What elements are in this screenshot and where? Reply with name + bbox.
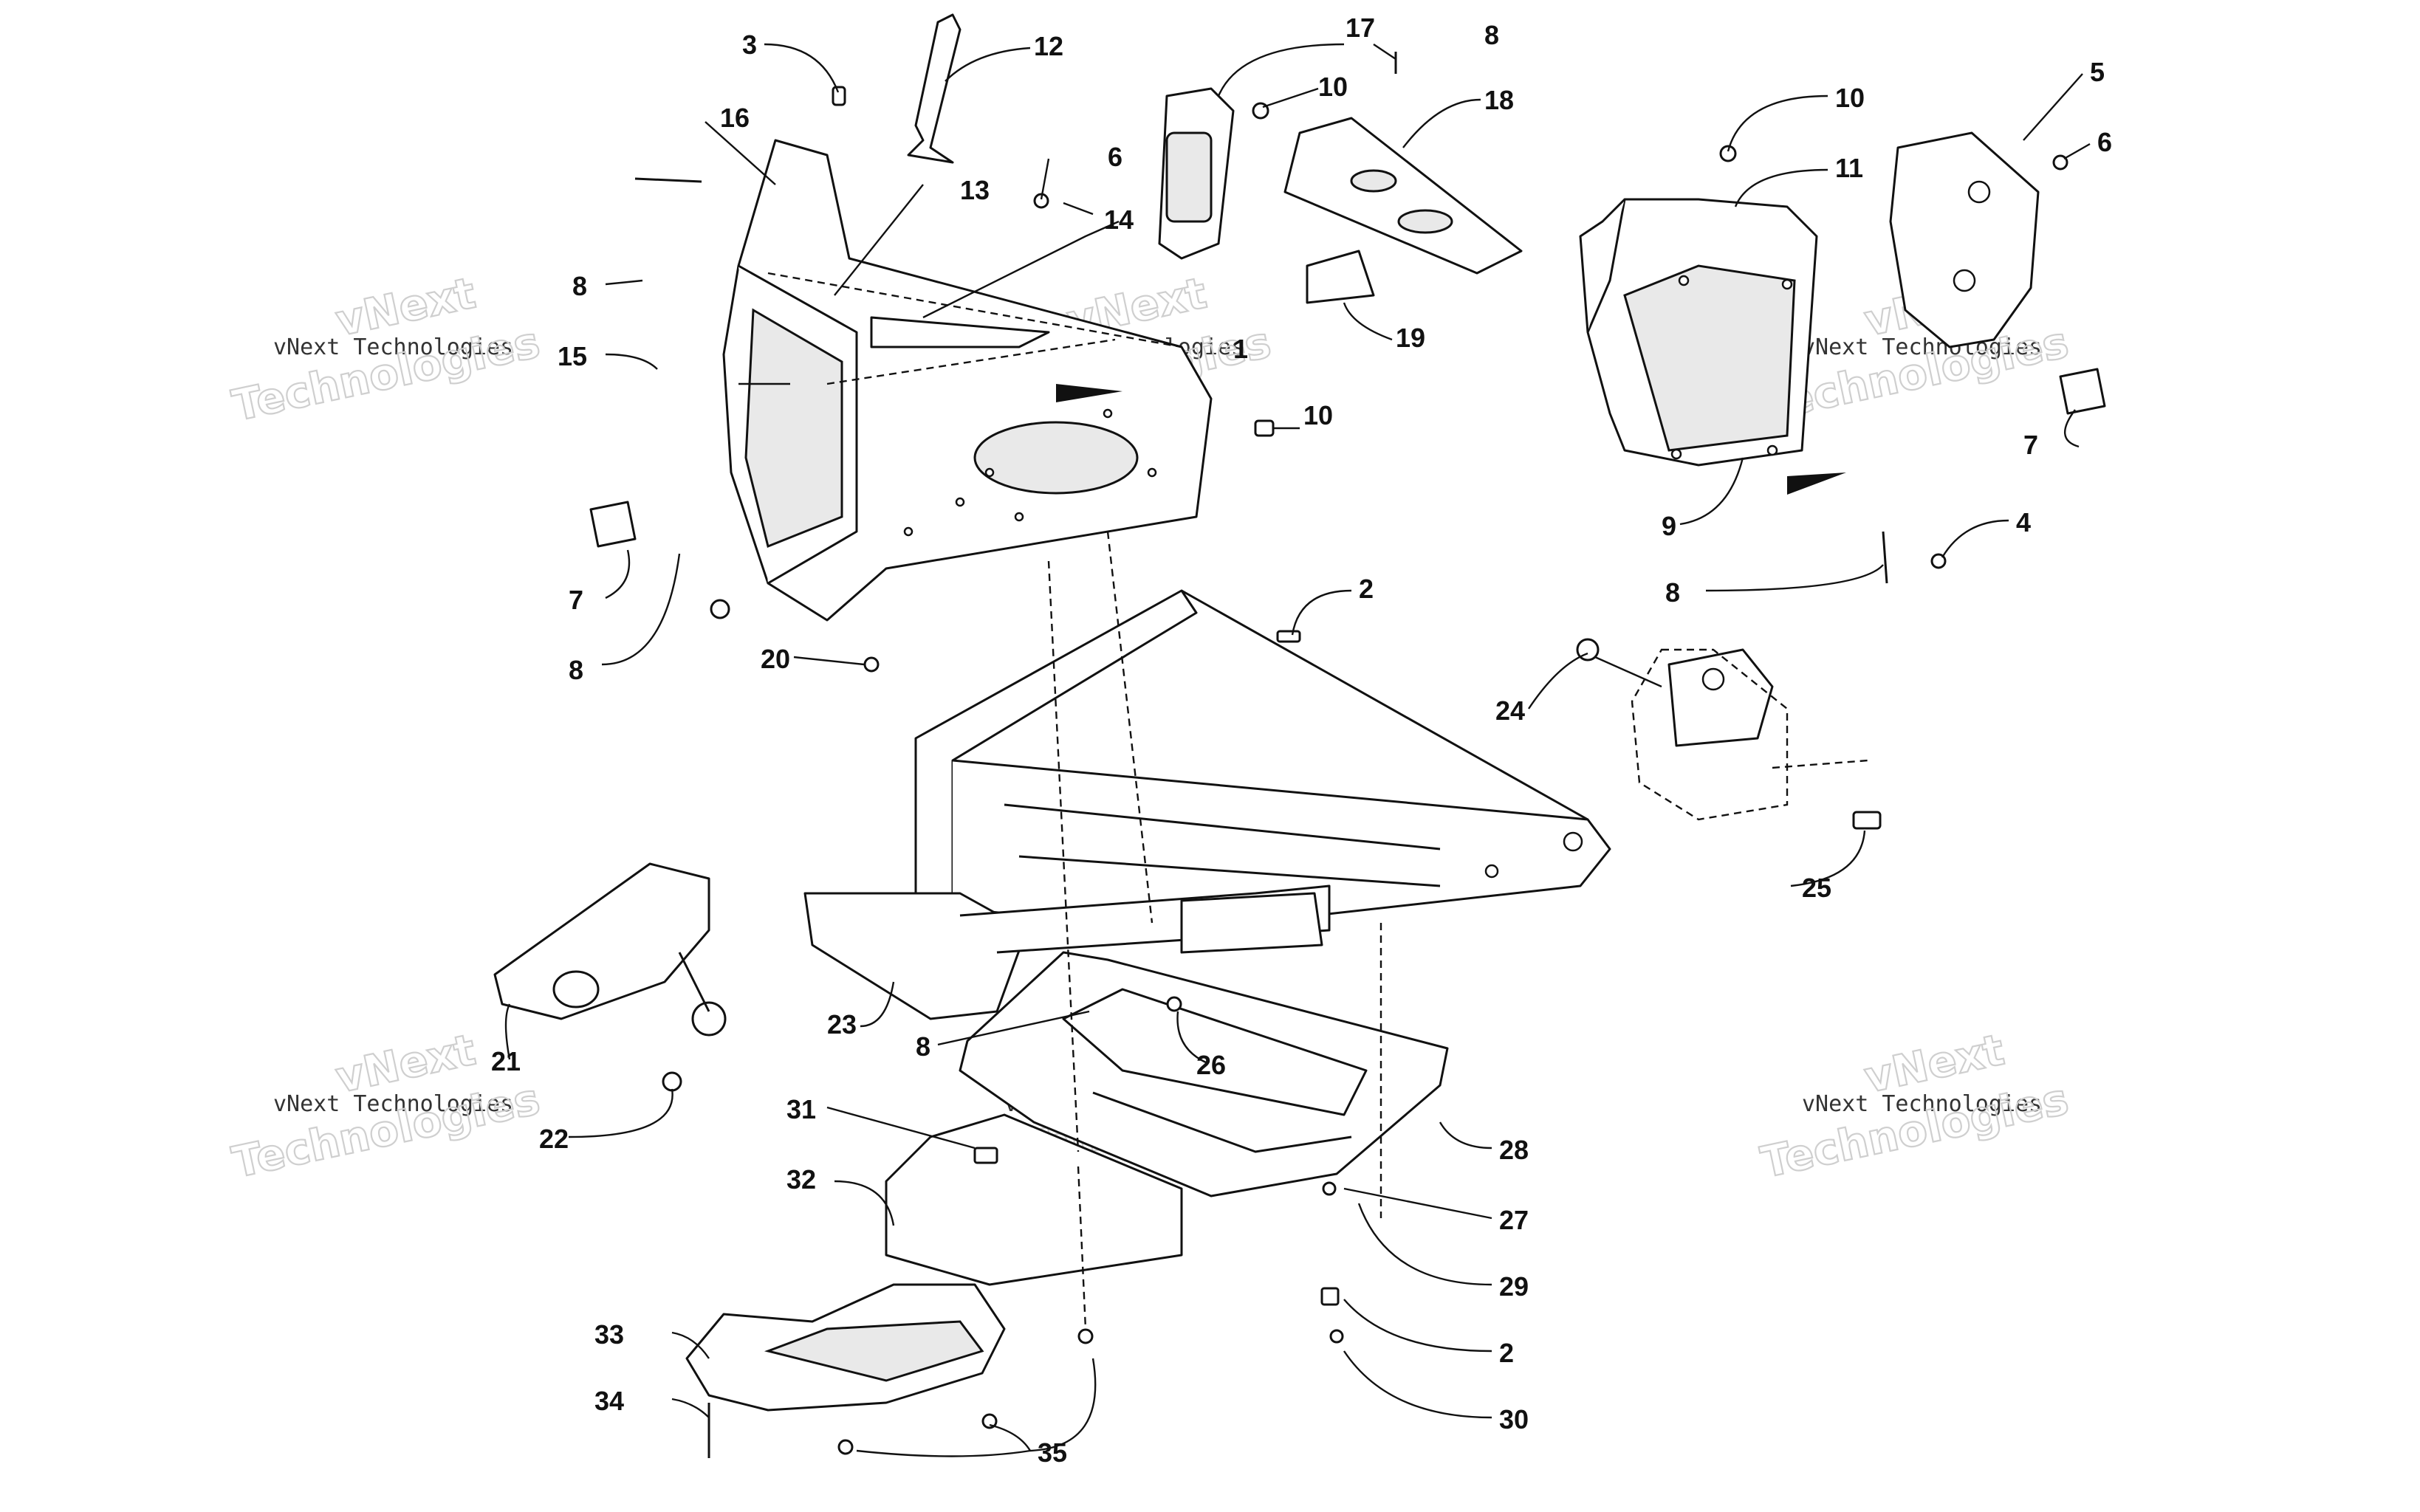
watermark-top-left: vNext vNext Technologies Technologies: [227, 267, 545, 431]
callout-30: 30: [1499, 1404, 1529, 1434]
side-mount-part: [1631, 648, 1869, 821]
callout-2: 2: [1499, 1338, 1514, 1368]
direction-arrow: [1056, 384, 1122, 402]
callout-20: 20: [761, 644, 790, 674]
watermark-line: vNext Technologies: [273, 1091, 513, 1117]
callout-7: 7: [2023, 430, 2038, 460]
callout-34: 34: [594, 1386, 624, 1416]
callout-26: 26: [1196, 1050, 1226, 1080]
callout-22: 22: [539, 1124, 569, 1154]
callout-8: 8: [1665, 577, 1680, 608]
bulkhead-part: [722, 139, 1213, 622]
direction-arrow: [1787, 472, 1846, 495]
leader-lines: [504, 43, 2091, 1457]
watermark-line: vNext Technologies: [1802, 334, 2042, 360]
callout-29: 29: [1499, 1271, 1529, 1302]
callout-25: 25: [1802, 873, 1831, 903]
callout-11: 11: [1835, 153, 1863, 183]
callout-3: 3: [742, 30, 757, 60]
bracket-part: [1158, 87, 1235, 260]
callout-23: 23: [827, 1009, 857, 1040]
callout-18: 18: [1484, 85, 1514, 115]
watermark-line: vNext Technologies: [1802, 1091, 2042, 1117]
callout-24: 24: [1495, 695, 1525, 726]
callout-33: 33: [594, 1319, 624, 1350]
callout-9: 9: [1662, 511, 1676, 541]
guard-part: [685, 1283, 1006, 1412]
callout-7: 7: [569, 585, 583, 615]
callout-8: 8: [1484, 20, 1499, 50]
callout-19: 19: [1396, 323, 1425, 353]
callout-17: 17: [1346, 13, 1375, 43]
bumper-part: [2059, 368, 2106, 415]
lower-plate-part: [885, 1113, 1183, 1286]
fastener-group: [634, 52, 2068, 1458]
callout-15: 15: [558, 341, 587, 371]
callout-32: 32: [786, 1164, 816, 1195]
callout-21: 21: [491, 1046, 521, 1076]
callout-10: 10: [1318, 72, 1348, 102]
front-mount-part: [493, 862, 727, 1037]
callout-1: 1: [1233, 334, 1248, 364]
callout-10: 10: [1835, 83, 1865, 113]
mount-part: [1889, 131, 2040, 348]
callout-31: 31: [786, 1094, 816, 1124]
bumper-part: [589, 501, 637, 548]
callout-14: 14: [1104, 205, 1134, 235]
callout-12: 12: [1034, 31, 1063, 61]
callout-27: 27: [1499, 1205, 1529, 1235]
callout-28: 28: [1499, 1135, 1529, 1165]
callout-2: 2: [1359, 574, 1374, 604]
callout-35: 35: [1038, 1437, 1067, 1468]
handle-part: [907, 13, 962, 164]
callout-6: 6: [2097, 127, 2112, 157]
callout-10: 10: [1303, 400, 1333, 430]
callout-13: 13: [960, 175, 990, 205]
callout-8: 8: [916, 1031, 930, 1062]
callout-16: 16: [720, 103, 750, 133]
main-frame-part: [803, 589, 1611, 1020]
housing-part: [1579, 198, 1818, 467]
watermark-line: vNext Technologies: [273, 334, 513, 360]
small-bracket-part: [1306, 250, 1375, 304]
callout-5: 5: [2090, 57, 2105, 87]
watermark-bottom-right: vNext vNext Technologies Technologies: [1756, 1023, 2074, 1188]
callout-labels: 3 12 17 8 10 18 16 6 13 14 8 19 1 15 10 …: [491, 13, 2112, 1468]
callout-8: 8: [572, 271, 587, 301]
callout-4: 4: [2016, 507, 2031, 537]
plate-part: [1283, 117, 1523, 275]
callout-6: 6: [1108, 142, 1122, 172]
callout-8: 8: [569, 655, 583, 685]
